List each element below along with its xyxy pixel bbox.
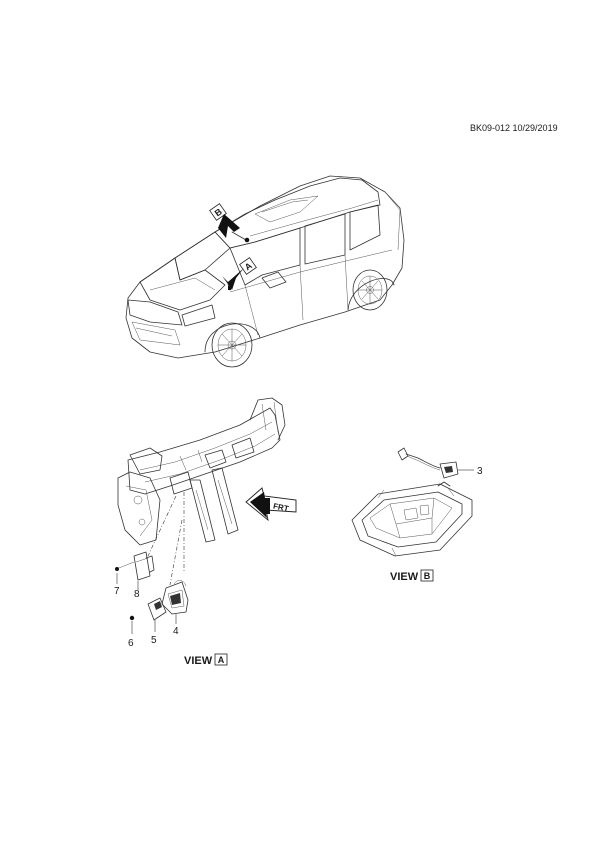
part-6-screw [129, 615, 135, 621]
front-direction-arrow: FRT [245, 487, 297, 522]
document-id: BK09-012 10/29/2019 [470, 123, 558, 133]
part-7-screw [115, 561, 135, 571]
view-b-arrow: B [209, 203, 250, 243]
callout-7: 7 [114, 586, 120, 597]
part-4-connector [161, 580, 189, 615]
view-b-arrow-letter: B [213, 206, 224, 218]
vehicle-illustration [125, 175, 405, 368]
view-b-letter: B [424, 571, 431, 581]
instrument-panel-frame [117, 397, 286, 546]
part-5-module [147, 597, 167, 621]
callout-8: 8 [134, 589, 140, 600]
callout-4: 4 [173, 626, 179, 637]
callout-5: 5 [151, 635, 157, 646]
assembly-line-2 [147, 495, 177, 557]
view-a-label: VIEW A [184, 653, 228, 667]
overhead-console [351, 481, 473, 557]
view-a-letter: A [218, 655, 225, 665]
view-a-arrow: A [222, 257, 257, 291]
frt-label: FRT [272, 501, 289, 513]
assembly-line-3 [169, 519, 183, 586]
view-a-arrow-letter: A [243, 260, 254, 272]
part-8-module [133, 551, 155, 581]
part-3-harness [397, 447, 459, 479]
callout-3: 3 [477, 466, 483, 477]
view-b-label: VIEW B [390, 569, 434, 583]
view-b-word: VIEW [390, 571, 419, 583]
callout-6: 6 [128, 638, 134, 649]
view-a-word: VIEW [184, 655, 213, 667]
